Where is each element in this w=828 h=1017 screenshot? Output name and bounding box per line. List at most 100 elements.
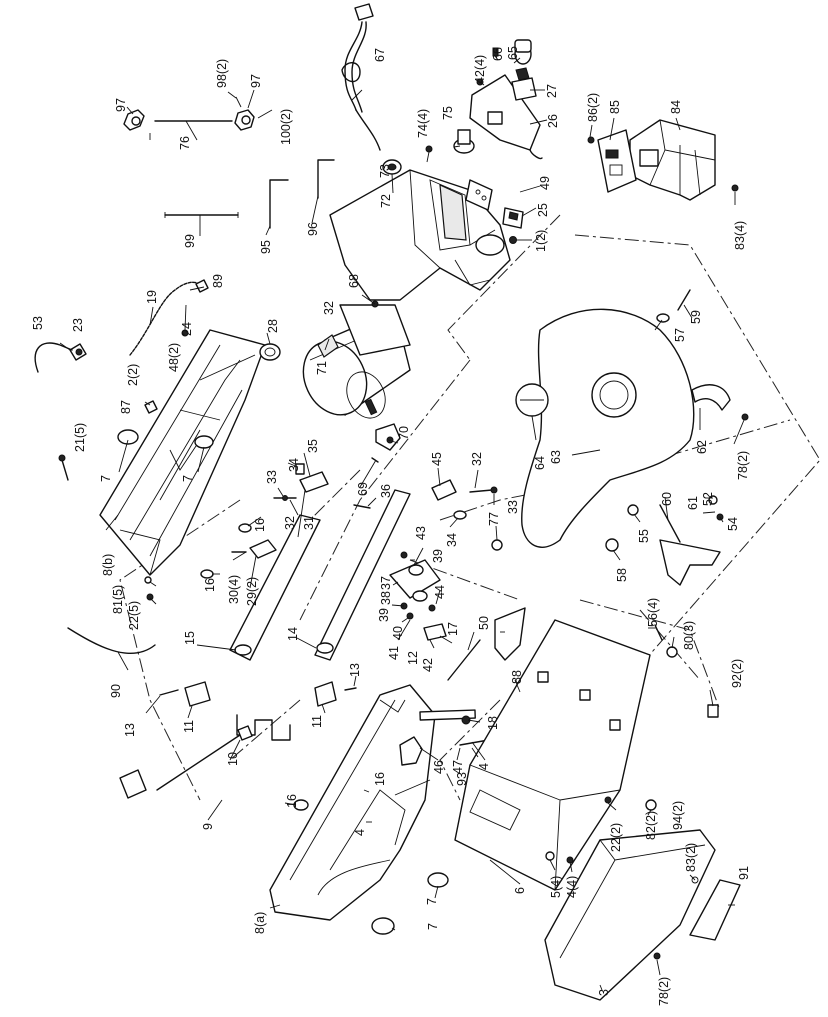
label-7c: 7 (425, 898, 439, 905)
label-61: 61 (686, 496, 700, 510)
label-80: 80(3) (682, 621, 696, 650)
label-82: 82(2) (644, 811, 658, 840)
label-84: 84 (669, 100, 683, 114)
part-53-tube (34, 342, 73, 373)
label-65: 65 (506, 46, 520, 60)
part-83-screw (731, 184, 739, 192)
label-81: 81(5) (111, 585, 125, 614)
part-67-power-cord (341, 3, 381, 151)
label-22b: 22(2) (609, 823, 623, 852)
part-3-panel (544, 829, 716, 1001)
label-38: 38 (379, 591, 393, 605)
label-26: 26 (546, 114, 560, 128)
label-10: 10 (226, 752, 240, 766)
part-57-59-pin (656, 289, 691, 323)
part-38-39-40-carrier (389, 559, 441, 620)
part-7-knobs (117, 429, 449, 935)
label-58: 58 (615, 568, 629, 582)
label-37: 37 (379, 576, 393, 590)
label-42a: 42(4) (473, 55, 487, 84)
part-43-screw (400, 551, 408, 559)
label-13a: 13 (123, 723, 137, 737)
label-86: 86(2) (586, 93, 600, 122)
part-46-knob (399, 736, 423, 766)
part-34-spacer (295, 463, 467, 520)
label-16a: 16 (253, 518, 267, 532)
label-6: 6 (513, 887, 527, 894)
part-8b-base (99, 329, 266, 576)
part-75-knob (453, 129, 475, 154)
label-4c: 4(4) (565, 876, 579, 898)
part-21-screw (58, 454, 69, 481)
part-55-58-screws (605, 504, 639, 552)
label-31: 31 (302, 516, 316, 530)
label-16d: 16 (373, 772, 387, 786)
part-1-screw (509, 236, 517, 244)
label-34b: 34 (445, 533, 459, 547)
label-45: 45 (430, 452, 444, 466)
label-78a: 78(2) (736, 451, 750, 480)
label-63: 63 (549, 450, 563, 464)
label-91: 91 (737, 866, 751, 880)
label-11b: 11 (310, 715, 324, 728)
label-15: 15 (183, 631, 197, 645)
label-94: 94(2) (671, 801, 685, 830)
label-32b: 32 (283, 516, 297, 530)
label-98: 98(2) (215, 59, 229, 88)
part-74-screw (425, 145, 433, 153)
part-14-rail (314, 489, 411, 661)
label-24: 24 (180, 322, 194, 336)
part-31-block (299, 471, 329, 493)
part-50-bracket (494, 607, 526, 661)
part-15-rail (229, 514, 321, 661)
part-91-handle (689, 879, 741, 941)
label-60: 60 (660, 492, 674, 506)
label-70: 70 (397, 426, 411, 440)
label-48: 48(2) (167, 343, 181, 372)
label-97b: 97 (249, 74, 263, 88)
part-29-plate (249, 539, 277, 559)
label-78b: 78(2) (657, 977, 671, 1006)
part-36-rod (353, 504, 371, 509)
part-22-screw (146, 593, 154, 601)
label-52: 52 (701, 492, 715, 506)
label-40: 40 (391, 626, 405, 640)
part-71-motor (302, 304, 411, 419)
label-59: 59 (689, 310, 703, 324)
label-33b: 33 (506, 500, 520, 514)
part-95-allen-key (269, 179, 289, 229)
label-35: 35 (306, 439, 320, 453)
part-92-screw (707, 704, 719, 718)
label-7d: 7 (426, 923, 440, 930)
label-3: 3 (597, 989, 611, 996)
part-6-base (454, 619, 651, 891)
leader-lines (59, 55, 745, 991)
label-2: 2(2) (126, 364, 140, 386)
part-5-4-hardware (545, 851, 574, 864)
part-78-nut (653, 413, 749, 960)
part-23-fitting (69, 343, 87, 361)
label-83b: 83(2) (684, 843, 698, 872)
part-60-61-clamp (659, 504, 721, 586)
part-32-33-screws (273, 486, 498, 501)
label-19: 19 (145, 290, 159, 304)
label-92: 92(2) (730, 659, 744, 688)
label-5: 5(4) (549, 876, 563, 898)
label-33a: 33 (265, 470, 279, 484)
label-93: 93 (455, 772, 469, 786)
label-29: 29(2) (245, 577, 259, 606)
part-69-wire (359, 457, 379, 488)
part-99-rod (164, 212, 239, 218)
label-14: 14 (286, 627, 300, 641)
label-90: 90 (109, 684, 123, 698)
part-76-rod (123, 96, 255, 140)
part-94-82-hardware (604, 796, 657, 811)
label-36: 36 (379, 484, 393, 498)
part-89-clip (195, 279, 209, 293)
part-84-switch-box (629, 119, 716, 201)
label-22a: 22(5) (127, 601, 141, 630)
label-69: 69 (356, 482, 370, 496)
label-96: 96 (306, 222, 320, 236)
part-62-bracket (691, 384, 731, 411)
label-42b: 42 (421, 658, 435, 672)
